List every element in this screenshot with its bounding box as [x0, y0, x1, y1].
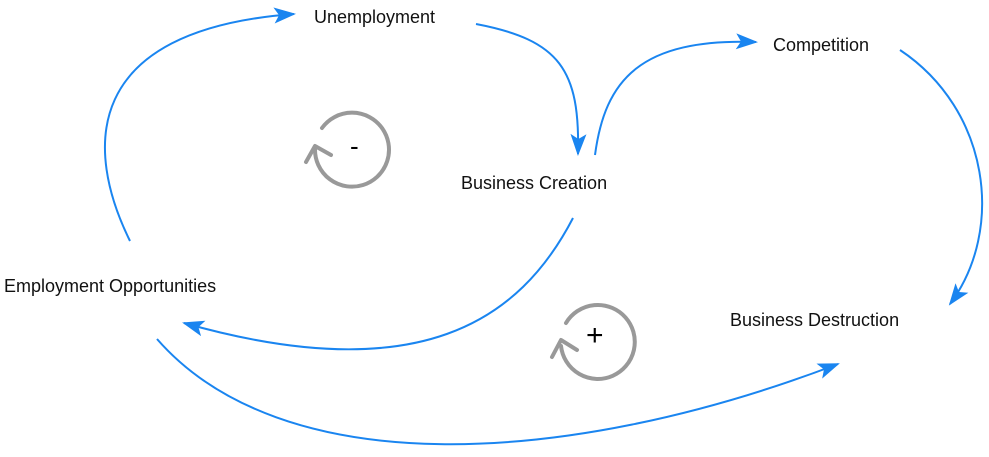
node-employment-opportunities: Employment Opportunities	[4, 276, 217, 296]
edge-business-creation-to-employment	[182, 217, 574, 351]
reinforcing-loop-icon	[550, 302, 637, 381]
balancing-loop-icon	[304, 110, 391, 189]
node-business-destruction: Business Destruction	[730, 310, 900, 330]
node-business-creation: Business Creation	[461, 173, 608, 193]
node-unemployment: Unemployment	[314, 7, 436, 27]
edge-employment-to-unemployment	[103, 7, 296, 242]
edge-unemployment-to-business-creation	[475, 23, 587, 156]
edge-employment-to-business-destruction	[156, 338, 840, 446]
edge-competition-to-business-destruction	[899, 49, 984, 306]
balancing-loop-sign: -	[350, 131, 359, 161]
reinforcing-loop-sign: +	[586, 319, 604, 352]
edge-business-creation-to-competition	[594, 33, 758, 156]
node-competition: Competition	[773, 35, 870, 55]
